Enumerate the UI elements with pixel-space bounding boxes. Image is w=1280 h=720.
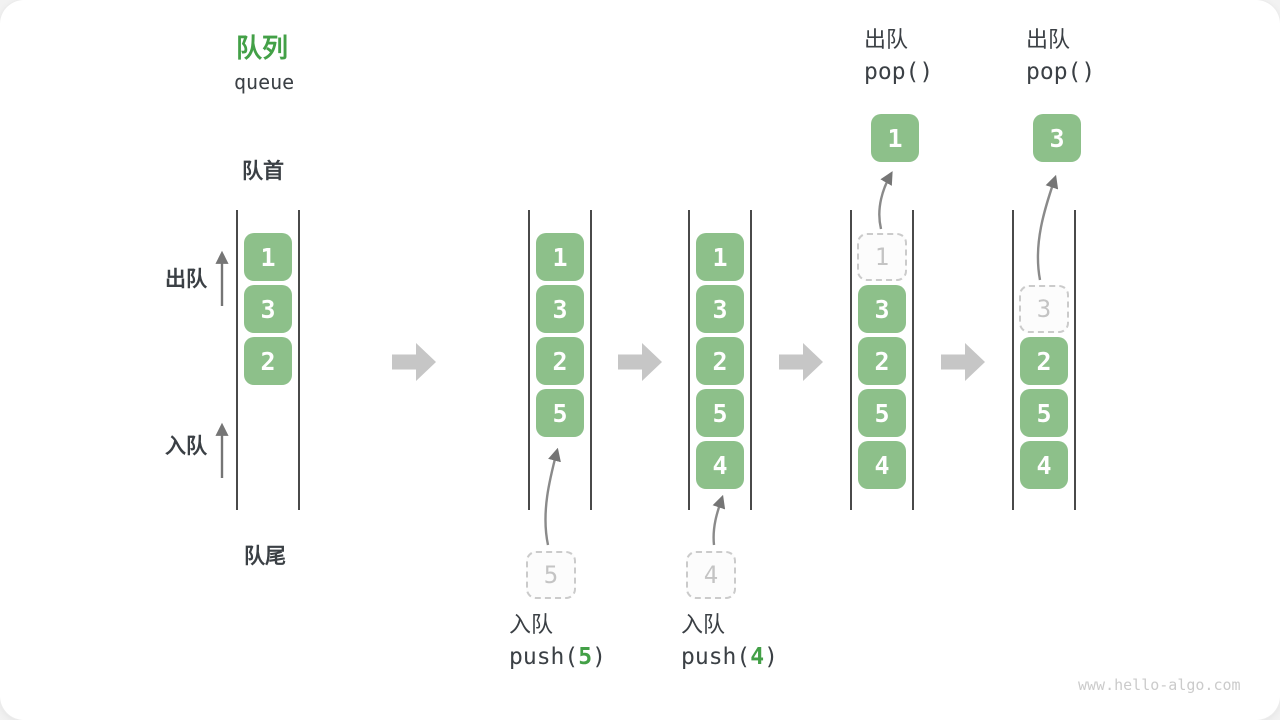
push-arrow-state2-icon — [544, 447, 561, 546]
watermark: www.hello-algo.com — [1078, 676, 1241, 694]
operation-name: 入队 — [509, 612, 554, 637]
queue-cell: 2 — [536, 337, 584, 385]
queue-cell: 2 — [244, 337, 292, 385]
popped-cell: 1 — [871, 114, 919, 162]
queue-cell: 4 — [858, 441, 906, 489]
queue-channel-wall — [1012, 210, 1014, 510]
operation-label: 入队 push(5) — [509, 614, 606, 669]
queue-cell: 1 — [696, 233, 744, 281]
queue-cell: 3 — [244, 285, 292, 333]
operation-code-code_pre: pop( — [1026, 59, 1082, 85]
operation-code-code_post: ) — [1081, 59, 1096, 85]
label-enqueue-direction: 入队 — [165, 435, 207, 458]
transition-arrow-2-icon — [618, 343, 662, 381]
operation-code-code_post: ) — [764, 644, 778, 670]
operation-label: 出队 pop() — [864, 29, 933, 84]
queue-cell: 5 — [536, 389, 584, 437]
push-arrow-state3-icon — [712, 494, 726, 546]
queue-cell: 1 — [536, 233, 584, 281]
queue-channel-wall — [1074, 210, 1076, 510]
queue-cell: 1 — [244, 233, 292, 281]
queue-cell: 2 — [1020, 337, 1068, 385]
operation-code-code_pre: push( — [509, 644, 579, 670]
incoming-cell: 5 — [526, 551, 576, 599]
queue-cell: 5 — [858, 389, 906, 437]
queue-channel-wall — [688, 210, 690, 510]
label-queue-rear: 队尾 — [244, 545, 286, 568]
queue-channel-wall — [850, 210, 852, 510]
queue-channel-wall — [912, 210, 914, 510]
pop-arrow-state5-icon — [1036, 174, 1059, 281]
queue-channel-wall — [590, 210, 592, 510]
transition-arrow-4-icon — [941, 343, 985, 381]
operation-label: 入队 push(4) — [681, 614, 778, 669]
operation-name: 入队 — [681, 612, 726, 637]
queue-cell-ghost: 3 — [1019, 285, 1069, 333]
operation-label: 出队 pop() — [1026, 29, 1095, 84]
operation-code: push(5) — [509, 646, 606, 669]
queue-cell-ghost: 1 — [857, 233, 907, 281]
transition-arrow-3-icon — [779, 343, 823, 381]
operation-name: 出队 — [864, 27, 909, 52]
queue-cell: 4 — [1020, 441, 1068, 489]
operation-name: 出队 — [1026, 27, 1071, 52]
transition-arrow-1-icon — [392, 343, 436, 381]
queue-cell: 3 — [858, 285, 906, 333]
queue-channel-wall — [750, 210, 752, 510]
operation-code-code_arg: 5 — [578, 644, 593, 670]
operation-code: pop() — [864, 61, 933, 84]
pop-arrow-state4-icon — [878, 171, 893, 230]
queue-cell: 5 — [1020, 389, 1068, 437]
queue-cell: 4 — [696, 441, 744, 489]
operation-code-code_post: ) — [919, 59, 934, 85]
incoming-cell: 4 — [686, 551, 736, 599]
operation-code-code_post: ) — [592, 644, 606, 670]
queue-cell: 5 — [696, 389, 744, 437]
popped-cell: 3 — [1033, 114, 1081, 162]
operation-code-code_arg: 4 — [750, 644, 765, 670]
queue-cell: 2 — [696, 337, 744, 385]
diagram-subtitle: queue — [234, 70, 295, 94]
diagram-title: 队列 — [236, 33, 289, 63]
operation-code-code_pre: pop( — [864, 59, 920, 85]
operation-code: push(4) — [681, 646, 778, 669]
queue-channel-wall — [298, 210, 300, 510]
label-dequeue-direction: 出队 — [165, 268, 207, 291]
queue-cell: 2 — [858, 337, 906, 385]
queue-cell: 3 — [696, 285, 744, 333]
queue-channel-wall — [528, 210, 530, 510]
label-queue-front: 队首 — [242, 160, 284, 183]
queue-channel-wall — [236, 210, 238, 510]
operation-code-code_pre: push( — [681, 644, 751, 670]
queue-cell: 3 — [536, 285, 584, 333]
operation-code: pop() — [1026, 61, 1095, 84]
